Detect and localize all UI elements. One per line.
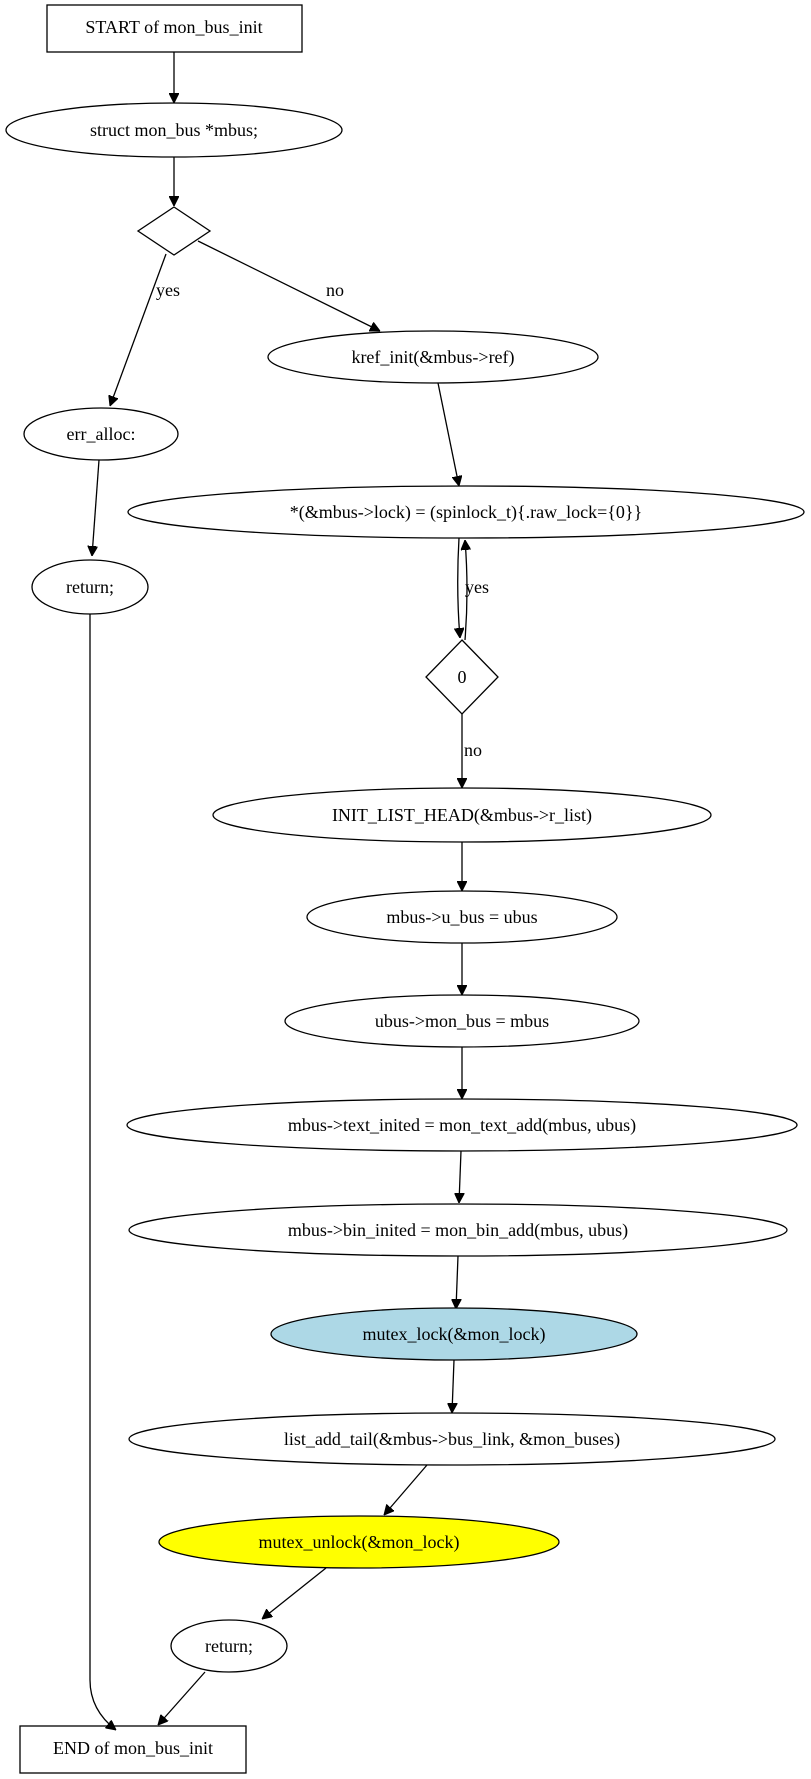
node-mutex-unlock: mutex_unlock(&mon_lock) — [158, 1515, 560, 1569]
node-cond1 — [136, 206, 212, 256]
edge-spinlock-cond0 — [458, 537, 460, 638]
node-return1-label: return; — [66, 577, 114, 597]
edge-labels: yes no yes no — [156, 280, 489, 760]
node-mutex-lock: mutex_lock(&mon_lock) — [270, 1307, 638, 1361]
edge-label-cond1-no: no — [326, 280, 344, 300]
node-kref: kref_init(&mbus->ref) — [267, 330, 599, 384]
node-cond0-label: 0 — [458, 667, 467, 687]
node-start-label: START of mon_bus_init — [85, 17, 262, 37]
node-list-add: list_add_tail(&mbus->bus_link, &mon_buse… — [128, 1412, 776, 1466]
node-end: END of mon_bus_init — [19, 1725, 247, 1774]
node-init-list-label: INIT_LIST_HEAD(&mbus->r_list) — [332, 805, 592, 826]
node-spinlock-label: *(&mbus->lock) = (spinlock_t){.raw_lock=… — [290, 502, 642, 523]
edge-mutexlock-listadd — [452, 1359, 454, 1413]
edge-return1-end — [89, 614, 116, 1730]
edge-return2-end — [158, 1671, 206, 1725]
node-bin-inited-label: mbus->bin_inited = mon_bin_add(mbus, ubu… — [288, 1220, 628, 1241]
node-mutex-unlock-label: mutex_unlock(&mon_lock) — [259, 1532, 460, 1553]
node-cond0: 0 — [425, 639, 499, 715]
node-return2: return; — [170, 1619, 288, 1673]
edge-cond0-yes — [465, 540, 467, 641]
node-list-add-label: list_add_tail(&mbus->bus_link, &mon_buse… — [284, 1429, 620, 1450]
node-bin-inited: mbus->bin_inited = mon_bin_add(mbus, ubu… — [128, 1203, 788, 1257]
node-decl-label: struct mon_bus *mbus; — [90, 120, 258, 140]
nodes: START of mon_bus_init struct mon_bus *mb… — [5, 4, 805, 1774]
edge-listadd-mutexunlock — [384, 1464, 428, 1515]
node-u-bus-label: mbus->u_bus = ubus — [386, 907, 537, 927]
edge-cond1-no — [197, 240, 380, 332]
edges — [90, 52, 467, 1730]
edge-cond1-yes — [110, 253, 167, 406]
node-init-list: INIT_LIST_HEAD(&mbus->r_list) — [212, 787, 712, 843]
edge-kref-spinlock — [437, 382, 459, 486]
node-err-alloc-label: err_alloc: — [67, 424, 136, 444]
node-end-label: END of mon_bus_init — [53, 1738, 213, 1758]
mutex-unlock-fill — [158, 1515, 560, 1569]
edge-label-cond0-no: no — [464, 740, 482, 760]
node-return1: return; — [31, 559, 149, 615]
node-mutex-lock-label: mutex_lock(&mon_lock) — [363, 1324, 546, 1345]
edge-bin-mutexlock — [456, 1255, 458, 1309]
node-decl: struct mon_bus *mbus; — [5, 102, 343, 158]
edge-erralloc-return1 — [92, 459, 100, 556]
node-spinlock: *(&mbus->lock) = (spinlock_t){.raw_lock=… — [127, 485, 805, 539]
node-kref-label: kref_init(&mbus->ref) — [351, 347, 514, 368]
node-start: START of mon_bus_init — [46, 4, 303, 53]
edge-mutexunlock-return2 — [262, 1567, 327, 1619]
node-u-bus: mbus->u_bus = ubus — [306, 890, 618, 944]
edge-text-bin — [459, 1150, 461, 1203]
node-text-inited-label: mbus->text_inited = mon_text_add(mbus, u… — [288, 1115, 636, 1136]
node-mon-bus: ubus->mon_bus = mbus — [284, 994, 640, 1048]
edge-label-cond1-yes: yes — [156, 280, 180, 300]
node-return2-label: return; — [205, 1636, 253, 1656]
node-err-alloc: err_alloc: — [23, 407, 179, 461]
node-text-inited: mbus->text_inited = mon_text_add(mbus, u… — [126, 1098, 798, 1152]
edge-label-cond0-yes: yes — [465, 577, 489, 597]
mutex-lock-fill — [270, 1307, 638, 1361]
node-mon-bus-label: ubus->mon_bus = mbus — [375, 1011, 549, 1031]
